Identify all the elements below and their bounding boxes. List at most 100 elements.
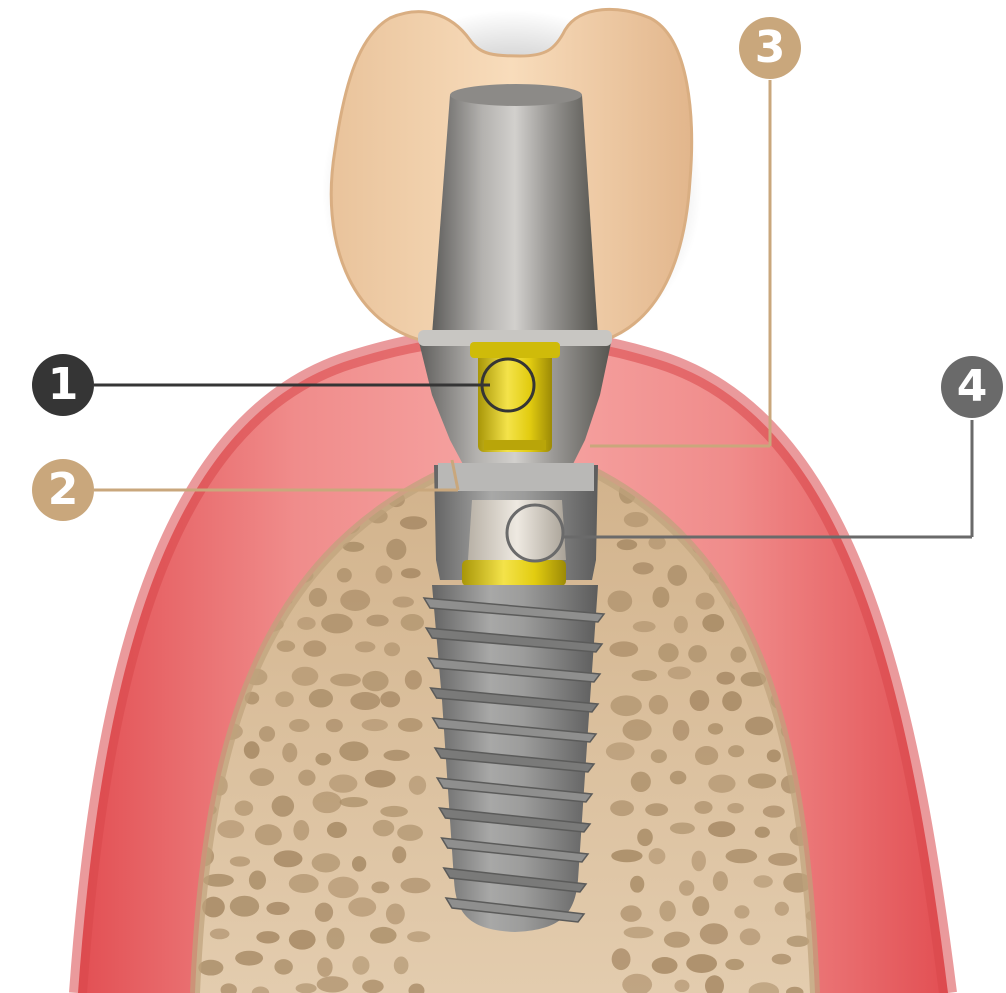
bone-pore [726, 849, 758, 863]
bone-pore [329, 774, 357, 792]
bone-pore [352, 856, 366, 872]
bone-pore [249, 871, 266, 890]
bone-pore [315, 903, 333, 922]
bone-pore [289, 874, 319, 893]
bone-pore [362, 980, 384, 993]
bone-pore [274, 850, 303, 867]
bone-pore [380, 806, 408, 817]
callout-1-badge: 1 [32, 354, 94, 416]
bone-pore [328, 877, 359, 898]
bone-pore [674, 980, 689, 992]
bone-pore [244, 741, 260, 759]
bone-pore [651, 749, 667, 763]
callout-4-number: 4 [957, 365, 988, 409]
bone-pore [309, 689, 333, 707]
bone-pore [289, 930, 316, 950]
bone-pore [708, 775, 735, 793]
bone-pore [393, 597, 414, 608]
bone-pore [400, 516, 427, 529]
bone-pore [668, 666, 691, 679]
bone-pore [763, 806, 785, 818]
bone-pore [658, 643, 678, 662]
bone-pore [297, 617, 315, 630]
bone-pore [620, 905, 641, 921]
callout-1-number: 1 [48, 363, 79, 407]
implant-platform-bevel [438, 463, 594, 491]
bone-pore [409, 776, 426, 795]
bone-pore [722, 691, 742, 711]
callout-3-badge: 3 [739, 17, 801, 79]
bone-pore [384, 750, 410, 761]
bone-pore [317, 976, 349, 992]
bone-pore [670, 822, 695, 834]
bone-pore [292, 667, 319, 686]
bone-pore [725, 959, 744, 970]
bone-pore [630, 876, 644, 893]
bone-pore [610, 800, 634, 816]
bone-pore [734, 905, 749, 918]
bone-pore [255, 824, 282, 845]
bone-pore [392, 846, 406, 863]
bone-pore [303, 640, 326, 656]
bone-pore [407, 931, 430, 942]
bone-pore [256, 931, 279, 943]
bone-pore [728, 745, 744, 757]
bone-pore [645, 803, 668, 816]
bone-pore [350, 692, 380, 710]
bone-pore [277, 640, 295, 651]
bone-pore [670, 771, 687, 785]
bone-pore [312, 853, 341, 872]
bone-pore [398, 718, 423, 732]
bone-pore [632, 670, 657, 681]
bone-pore [686, 954, 717, 973]
bone-pore [405, 670, 422, 690]
bone-pore [326, 719, 343, 732]
bone-pore [694, 801, 712, 814]
bone-pore [740, 928, 761, 945]
bone-pore [401, 614, 424, 631]
bone-pore [235, 951, 263, 966]
bone-pore [745, 717, 773, 736]
bone-pore [633, 621, 656, 632]
bone-pore [362, 671, 388, 691]
bone-pore [365, 770, 396, 788]
bone-pore [674, 616, 688, 633]
bone-pore [401, 568, 421, 578]
bone-pore [315, 753, 331, 766]
bone-pore [380, 691, 400, 707]
callout-4-badge: 4 [941, 356, 1003, 418]
bone-pore [679, 880, 694, 896]
bone-pore [293, 820, 309, 840]
bone-pore [708, 723, 723, 734]
bone-pore [775, 902, 789, 916]
bone-pore [339, 741, 368, 761]
bone-pore [668, 565, 687, 586]
bone-pore [250, 768, 274, 786]
abutment-post [432, 87, 598, 335]
bone-pore [608, 590, 633, 612]
bone-pore [637, 829, 653, 847]
bone-pore [230, 896, 259, 917]
bone-pore [702, 614, 724, 632]
bone-pore [337, 568, 352, 582]
bone-pore [610, 695, 641, 716]
bone-pore [327, 822, 347, 838]
bone-pore [259, 726, 275, 742]
bone-pore [690, 690, 710, 711]
bone-pore [755, 827, 770, 838]
bone-pore [397, 825, 423, 841]
bone-pore [275, 691, 294, 707]
implant-screw-lower [462, 560, 566, 586]
bone-pore [748, 774, 776, 789]
bone-pore [375, 566, 392, 584]
bone-pore [330, 674, 361, 687]
bone-pore [696, 593, 715, 610]
bone-pore [289, 719, 309, 732]
bone-pore [688, 645, 707, 662]
bone-pore [296, 983, 317, 993]
bone-pore [652, 957, 678, 974]
callout-2-number: 2 [48, 468, 79, 512]
bone-pore [787, 936, 810, 947]
bone-pore [210, 929, 230, 940]
bone-pore [624, 927, 654, 939]
